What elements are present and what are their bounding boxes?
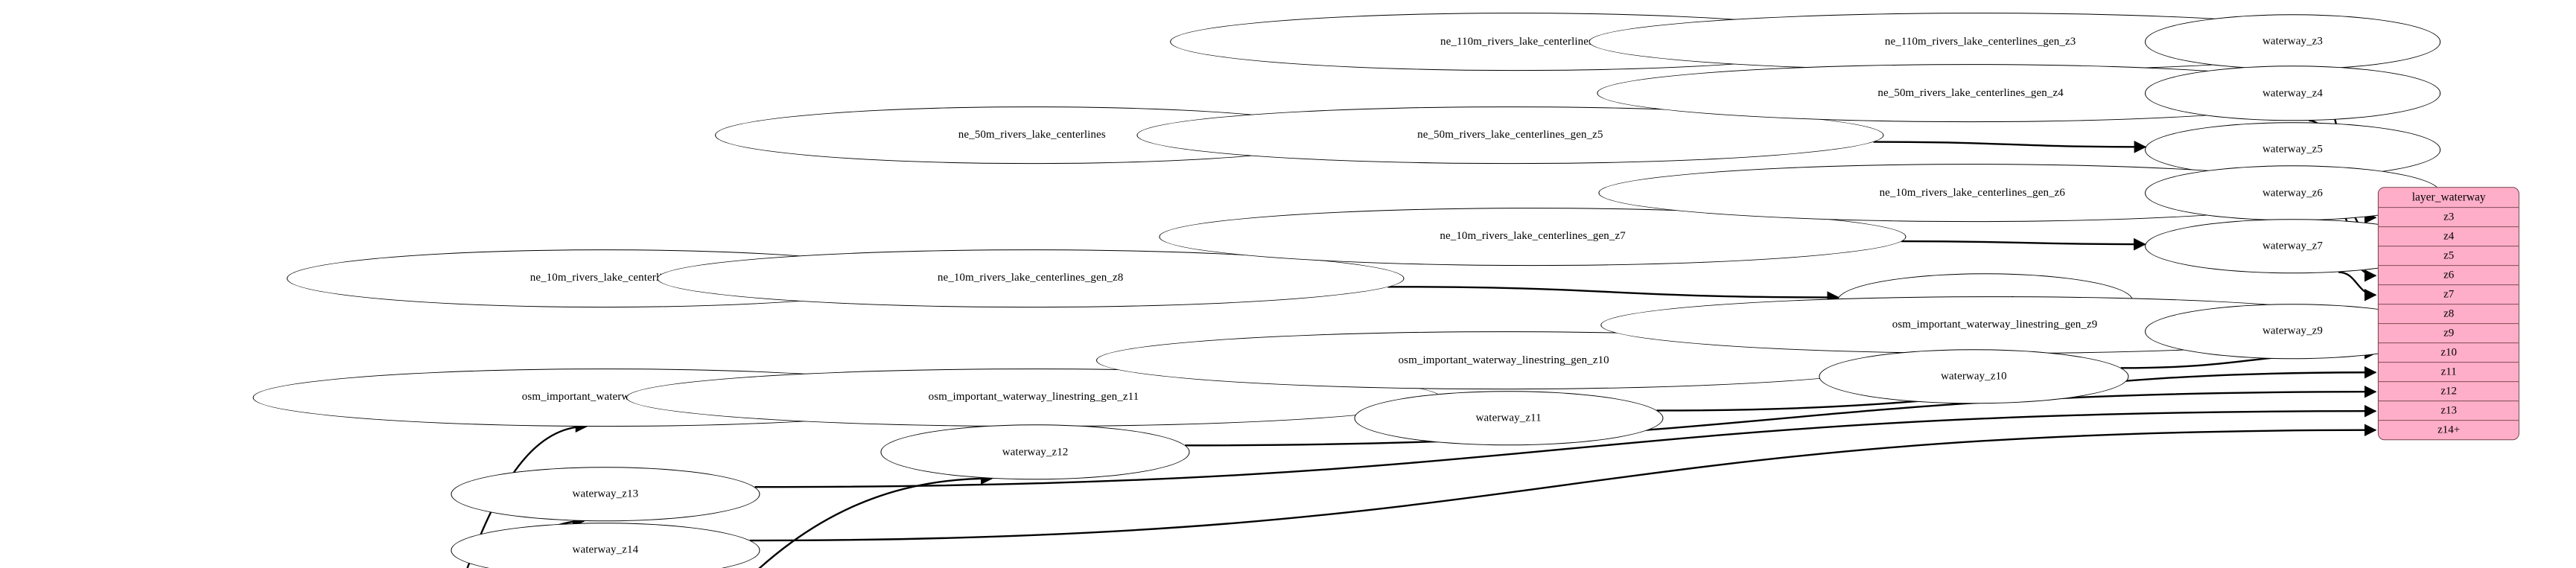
edge-ne10_z7-to-ww_z7 <box>1901 237 2146 251</box>
table-row[interactable]: z10 <box>2379 343 2519 363</box>
table-row[interactable]: z3 <box>2379 208 2519 228</box>
table-row[interactable]: z11 <box>2379 363 2519 383</box>
edge-ww_z7-to-row_z7 <box>2338 271 2377 301</box>
edge-ne10_z8-to-ww_z8 <box>1387 286 1839 304</box>
table-row[interactable]: z8 <box>2379 304 2519 325</box>
table-row[interactable]: z6 <box>2379 266 2519 286</box>
graph-node-ww_z13[interactable]: waterway_z13 <box>451 466 760 522</box>
table-row[interactable]: z5 <box>2379 246 2519 267</box>
graph-node-ww_z11[interactable]: waterway_z11 <box>1354 391 1664 446</box>
table-row[interactable]: z12 <box>2379 382 2519 402</box>
graph-node-ww_z12[interactable]: waterway_z12 <box>880 424 1190 480</box>
table-row[interactable]: z13 <box>2379 401 2519 421</box>
graph-node-ww_z14[interactable]: waterway_z14 <box>451 523 760 568</box>
graph-node-ww_z4[interactable]: waterway_z4 <box>2144 66 2441 121</box>
table-row[interactable]: z9 <box>2379 324 2519 344</box>
table-row[interactable]: z7 <box>2379 285 2519 305</box>
table-header: layer_waterway <box>2379 188 2519 208</box>
table-row[interactable]: z14+ <box>2379 421 2519 440</box>
graph-node-ww_z3[interactable]: waterway_z3 <box>2144 14 2441 69</box>
table-row[interactable]: z4 <box>2379 227 2519 247</box>
edge-ne50_z5-to-ww_z5 <box>1873 141 2147 153</box>
graph-node-ww_z10[interactable]: waterway_z10 <box>1819 349 2128 404</box>
